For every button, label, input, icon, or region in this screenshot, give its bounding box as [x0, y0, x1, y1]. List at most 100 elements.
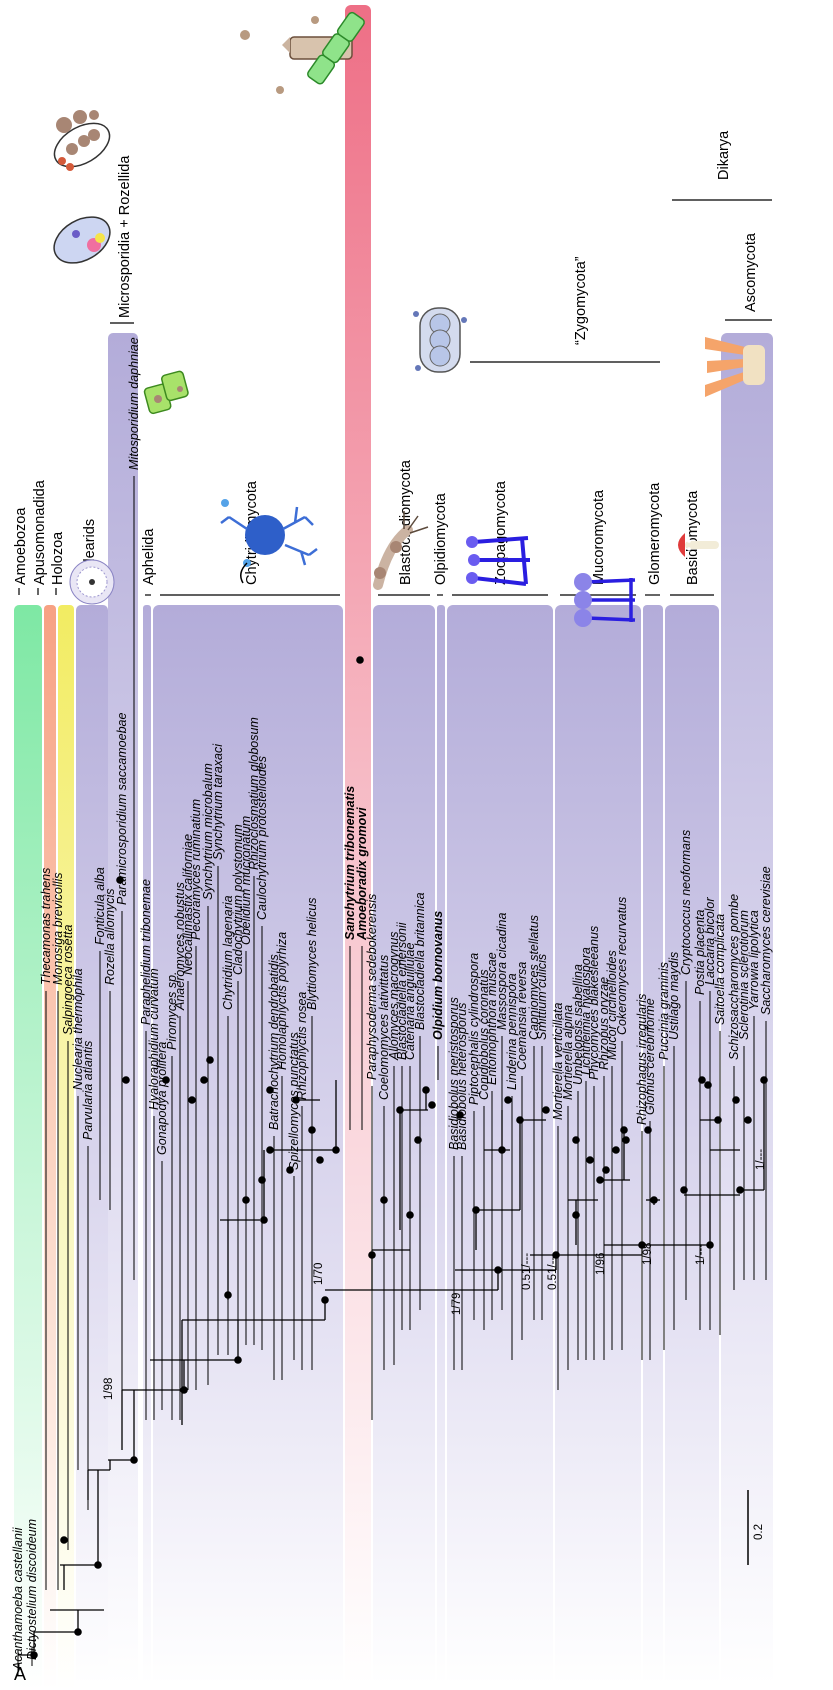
taxon-label: Allomyces macrogynus [387, 931, 401, 1061]
tree-node [586, 1156, 594, 1164]
group-ascomycota: Ascomycota [743, 232, 759, 312]
group-headers: Amoebozoa Apusomonadida Holozoa nucleari… [13, 130, 772, 596]
taxon-label: Puccinia graminis [657, 962, 671, 1060]
taxon-label: Olpidium bornovanus [431, 911, 445, 1040]
taxon-label: Blyttiomyces helicus [305, 897, 319, 1010]
support-value: 1/98 [642, 1243, 654, 1265]
chytrid-illustration [220, 499, 318, 584]
taxon-label: Caulochytrium protostelioides [255, 756, 269, 920]
taxon-label: Piptocephalis cylindrospora [467, 953, 481, 1105]
taxon-label: Monosiga brevicollis [51, 872, 65, 985]
tree-node [498, 1146, 506, 1154]
apusomonadida-band [44, 605, 56, 1690]
support-value: 1/96 [595, 1253, 607, 1275]
tree-node [258, 1176, 266, 1184]
tree-node [60, 1536, 68, 1544]
glomeromycota-box [643, 605, 663, 1685]
tree-node [644, 1126, 652, 1134]
group-aphelida: Aphelida [141, 528, 157, 585]
taxon-label: Umbelopsis isabellina [571, 964, 585, 1085]
amoebozoa-band [14, 605, 42, 1690]
taxon-label: Rhizopus oryzae [597, 977, 611, 1070]
support-value: 1/98 [103, 1378, 115, 1400]
zoopagomycota-box [447, 605, 553, 1685]
taxon-label: Glomus cerebriforme [643, 998, 657, 1115]
taxon-label: Basidiobolus meristosporus [447, 997, 461, 1150]
olpidium-illustration [413, 307, 467, 373]
group-microsporidia-rozellida: Microsporidia + Rozellida [117, 155, 133, 318]
taxon-label: Pecoramyces ruminatium [189, 799, 203, 940]
rozellida-illustration [53, 110, 111, 171]
group-amoebozoa: Amoebozoa [13, 507, 29, 585]
taxon-label: Catenaria anguillulae [403, 943, 417, 1060]
illustrations [53, 11, 765, 627]
tree-node [266, 1146, 274, 1154]
aphelida-box [143, 605, 151, 1685]
tree-node [321, 1296, 329, 1304]
tree-node [396, 1106, 404, 1114]
tree-node [650, 1196, 658, 1204]
taxon-label: Saitoella complicata [713, 914, 727, 1025]
taxon-label: Dictyostelium discoideum [25, 1519, 39, 1660]
taxon-label: Spizellomyces punctatus [287, 1032, 301, 1170]
tree-node [744, 1116, 752, 1124]
taxon-label: Hyaloraphidium curvatum [147, 968, 161, 1110]
taxon-label: Laccaria bicolor [703, 897, 717, 985]
taxon-label: Sanchytrium tribonematis [343, 786, 357, 940]
taxon-label: Entomophthora muscae [485, 952, 499, 1085]
tree-node [356, 656, 364, 664]
tree-node [188, 1096, 196, 1104]
blastocladiomycota-box [373, 605, 435, 1685]
group-zoopagomycota: Zoopagomycota [493, 480, 509, 585]
taxon-label: Fonticula alba [93, 867, 107, 945]
taxon-label: Paraphelidium tribonemae [139, 879, 153, 1025]
taxon-label: Cokeromyces recurvatus [615, 897, 629, 1035]
aphelida-illustration [143, 370, 189, 415]
support-value: 0.51/--- [547, 1253, 559, 1290]
taxon-label: Synchytrium microbalum [201, 763, 215, 900]
tree-node [266, 1086, 274, 1094]
group-blastocladiomycota: Blastocladiomycota [398, 459, 414, 585]
taxon-label: Rozella allomycis [103, 888, 117, 985]
taxon-label: Smittium culicis [535, 954, 549, 1040]
tree-node [286, 1166, 294, 1174]
tree-node [542, 1106, 550, 1114]
tree-node [620, 1126, 628, 1134]
taxon-label: Paraphysoderma sedebokerensis [365, 894, 379, 1080]
taxon-label: Lichtheimia hyalospora [579, 947, 593, 1075]
taxon-label: Blastocladiella britannica [413, 892, 427, 1030]
taxon-label: Blastocladiella emersonii [395, 921, 409, 1060]
taxon-label: Coemansia reversa [515, 962, 529, 1070]
tree-node [116, 876, 124, 884]
taxon-label: Mitosporidium daphniae [127, 337, 141, 470]
taxon-label: Saccharomyces cerevisiae [759, 866, 773, 1015]
scale-bar: 0.2 [747, 1490, 765, 1565]
taxon-label: Paramicrosporidium saccamoebae [115, 713, 129, 905]
ascomycota-box [721, 333, 773, 1685]
taxon-label: Yarrowia lipolytica [747, 910, 761, 1010]
tree-node [260, 1216, 268, 1224]
taxon-label: Nuclearia thermophila [71, 968, 85, 1090]
support-value: 1/70 [313, 1263, 325, 1285]
taxon-label: Phycomyces blakesleeanus [587, 926, 601, 1080]
taxon-label: Batrachochytrium dendrobatidis [267, 954, 281, 1130]
tree-node [242, 1196, 250, 1204]
blastocladia-illustration [373, 511, 429, 590]
tree-node [292, 1096, 300, 1104]
group-mucoromycota: Mucoromycota [591, 489, 607, 585]
basidiomycota-box [665, 605, 719, 1685]
taxon-label: Massospora cicadina [495, 913, 509, 1030]
taxon-label: Rhizophagus irregularis [635, 994, 649, 1125]
microsporidia-illustration [53, 216, 111, 264]
taxon-label: Amoeboradix gromovi [355, 807, 369, 941]
tree-node [30, 1651, 38, 1659]
taxon-label: Rhizophlyctis rosea [295, 992, 309, 1100]
tree-node [206, 1056, 214, 1064]
tree-node [332, 1146, 340, 1154]
panel-label: A [14, 1664, 26, 1684]
sanchytrium-illustration [240, 11, 365, 94]
tree-node [714, 1116, 722, 1124]
tree-node [74, 1628, 82, 1636]
tree-node [316, 1156, 324, 1164]
